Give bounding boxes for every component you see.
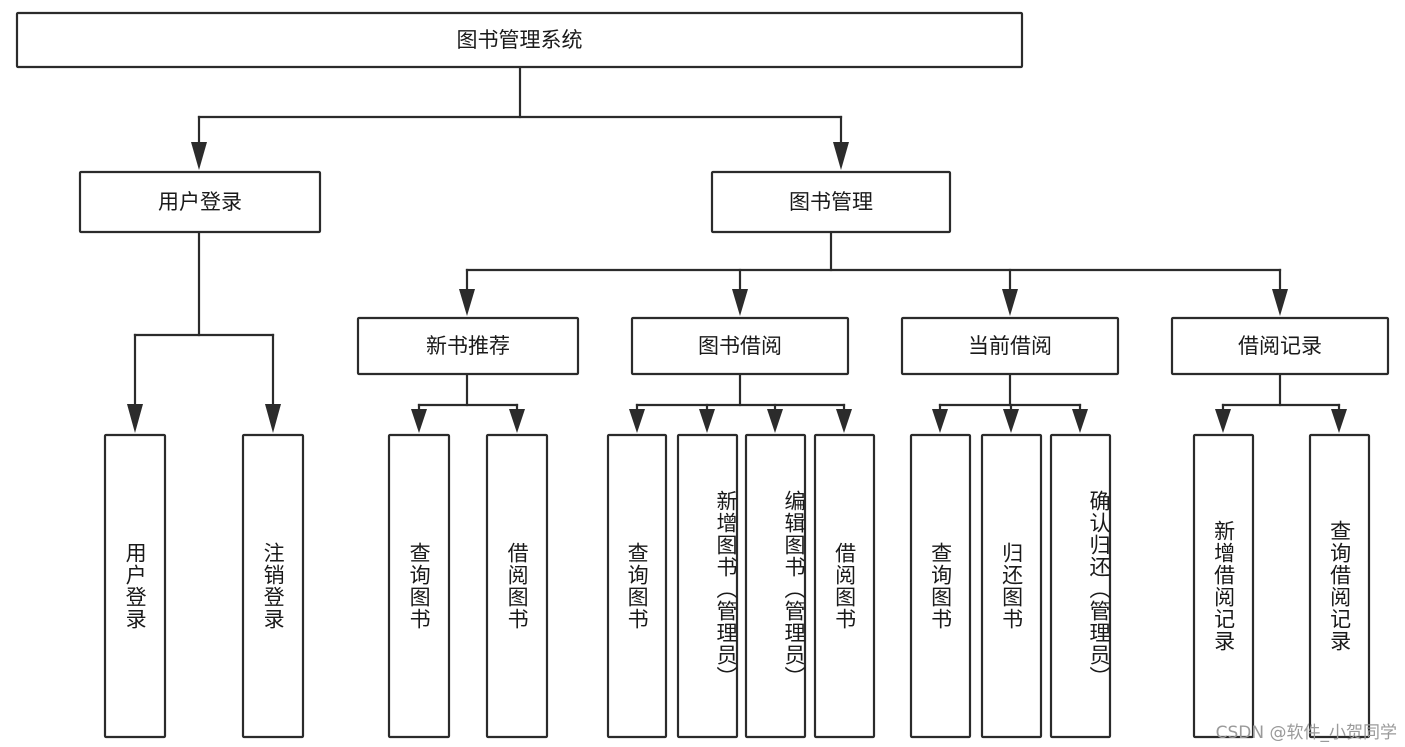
arrow-head-leaf-query-record — [1331, 409, 1347, 433]
node-new-book-rec[interactable] — [356, 316, 580, 376]
node-leaf-add-book[interactable] — [676, 433, 739, 739]
node-borrow-record-label: 借阅记录 — [1238, 334, 1322, 358]
nodes-layer: 图书管理系统 用户登录 图书管理 新书推荐 图书借阅 当前借阅 借阅记录 — [15, 11, 1390, 739]
arrow-head-leaf-add-record — [1215, 409, 1231, 433]
node-leaf-borrow-book-1[interactable] — [485, 433, 549, 739]
node-leaf-add-record[interactable] — [1192, 433, 1255, 739]
arrow-head-leaf-edit-book — [767, 409, 783, 433]
node-user-login[interactable] — [78, 170, 322, 234]
arrow-head-leaf-logout — [265, 404, 281, 433]
arrow-head-leaf-return-book — [1003, 409, 1019, 433]
node-user-login-label: 用户登录 — [158, 190, 242, 214]
node-leaf-edit-book[interactable] — [744, 433, 807, 739]
node-book-manage[interactable] — [710, 170, 952, 234]
arrow-head-current-borrow — [1002, 289, 1018, 316]
arrow-head-borrow-record — [1272, 289, 1288, 316]
node-leaf-query-book-2[interactable] — [606, 433, 668, 739]
node-current-borrow-label: 当前借阅 — [968, 334, 1052, 358]
arrow-head-leaf-confirm-return — [1072, 409, 1088, 433]
node-new-book-rec-label: 新书推荐 — [426, 334, 510, 358]
arrow-head-leaf-query-book-3 — [932, 409, 948, 433]
arrow-head-book-borrow — [732, 289, 748, 316]
arrow-head-leaf-query-book-2 — [629, 409, 645, 433]
arrow-head-leaf-user-login — [127, 404, 143, 433]
node-current-borrow[interactable] — [900, 316, 1120, 376]
node-leaf-user-login[interactable] — [103, 433, 167, 739]
node-leaf-borrow-book-2[interactable] — [813, 433, 876, 739]
arrow-head-leaf-add-book — [699, 409, 715, 433]
node-book-manage-label: 图书管理 — [789, 190, 873, 214]
arrow-head-new-book-rec — [459, 289, 475, 316]
connectors-layer — [127, 65, 1347, 433]
node-leaf-query-book-1[interactable] — [387, 433, 451, 739]
node-book-borrow[interactable] — [630, 316, 850, 376]
arrow-head-book-manage — [833, 142, 849, 170]
node-leaf-query-record[interactable] — [1308, 433, 1371, 739]
node-book-borrow-label: 图书借阅 — [698, 334, 782, 358]
arrow-head-leaf-borrow-book-1 — [509, 409, 525, 433]
node-root-label: 图书管理系统 — [457, 28, 583, 52]
csdn-watermark: CSDN @软件_小贺同学 — [1215, 723, 1397, 743]
arrow-head-user-login — [191, 142, 207, 170]
arrow-head-leaf-query-book-1 — [411, 409, 427, 433]
node-leaf-return-book[interactable] — [980, 433, 1043, 739]
node-leaf-confirm-return[interactable] — [1049, 433, 1112, 739]
arrow-head-leaf-borrow-book-2 — [836, 409, 852, 433]
node-leaf-logout[interactable] — [241, 433, 305, 739]
node-root[interactable] — [15, 11, 1024, 69]
node-borrow-record[interactable] — [1170, 316, 1390, 376]
node-leaf-query-book-3[interactable] — [909, 433, 972, 739]
